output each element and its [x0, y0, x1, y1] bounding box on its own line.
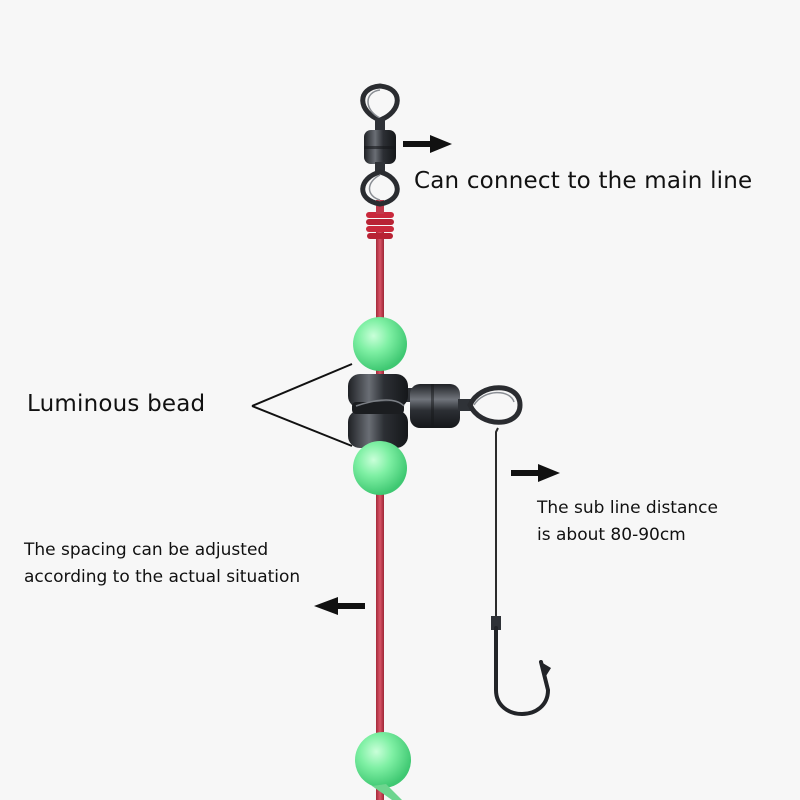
top-swivel-icon: [360, 83, 400, 207]
luminous-bead-bottom: [355, 732, 411, 788]
sub-line-label-line-1: The sub line distance: [537, 498, 718, 518]
sub-line-distance-label: The sub line distance is about 80-90cm: [537, 495, 757, 549]
hook-icon: [491, 616, 551, 716]
spacing-label-line-1: The spacing can be adjusted: [24, 540, 269, 560]
luminous-bead-middle: [353, 441, 407, 495]
luminous-bead-top: [353, 317, 407, 371]
arrow-right-icon: [511, 464, 560, 482]
three-way-swivel-icon: [348, 374, 523, 448]
spacing-label: The spacing can be adjusted according to…: [24, 537, 354, 591]
sub-line-label-line-2: is about 80-90cm: [537, 525, 686, 545]
bead-pointer-lines: [251, 363, 353, 447]
main-line: [376, 232, 384, 800]
main-line-label: Can connect to the main line: [414, 168, 753, 194]
arrow-left-icon: [314, 597, 365, 615]
luminous-bead-label: Luminous bead: [27, 391, 206, 417]
bead-tail: [372, 784, 402, 800]
spacing-label-line-2: according to the actual situation: [24, 567, 301, 587]
arrow-right-icon: [403, 135, 452, 153]
line-knot: [366, 200, 394, 239]
sub-line: [495, 427, 499, 620]
